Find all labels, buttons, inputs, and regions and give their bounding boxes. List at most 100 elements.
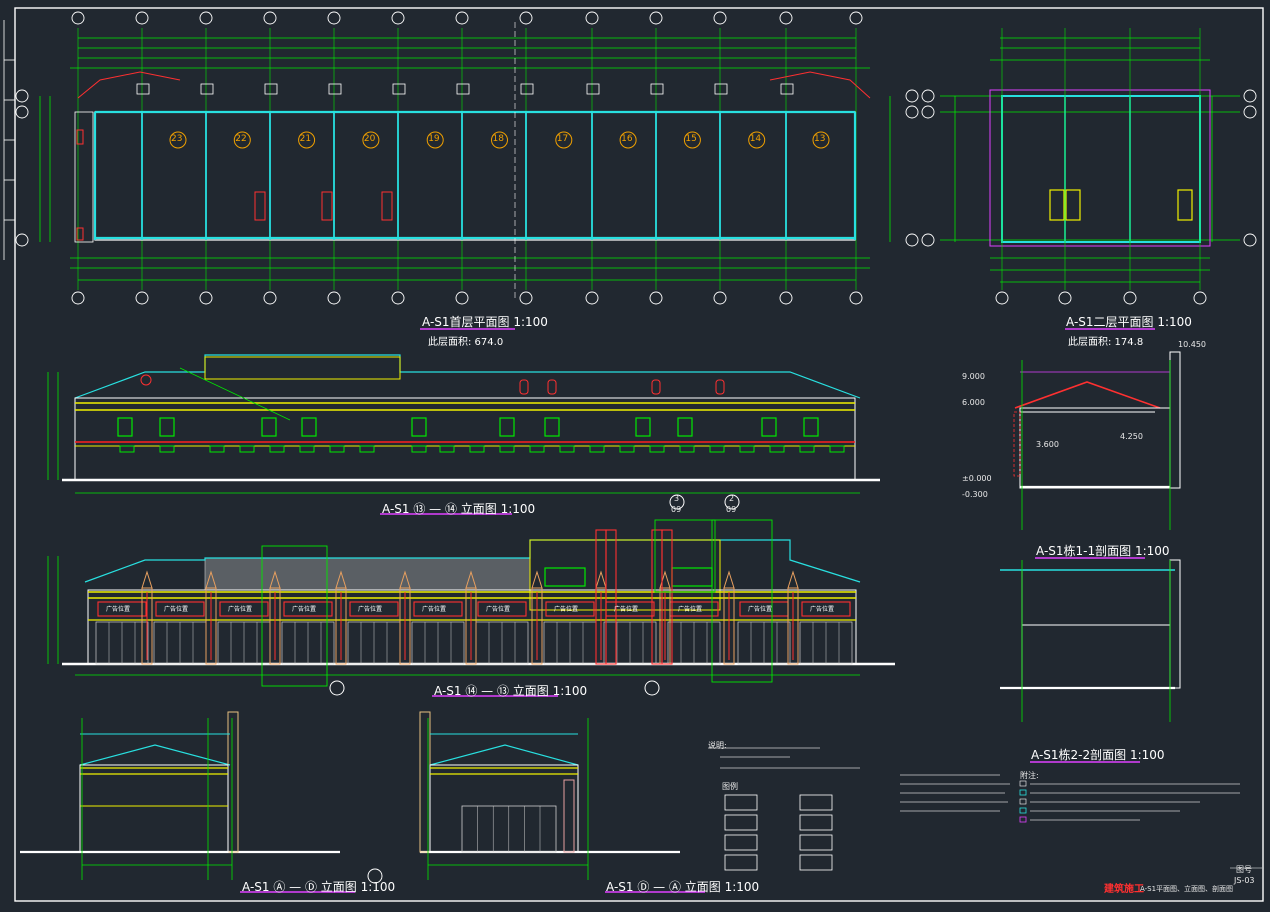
front-sign-text: 广告位置 <box>292 606 317 613</box>
level-eave: 6.000 <box>962 398 985 407</box>
column-cap <box>264 83 278 95</box>
column-cap <box>328 83 342 95</box>
rear-vent <box>411 445 427 453</box>
rear-elevation <box>47 354 880 494</box>
red-mark-1 <box>76 129 84 145</box>
rear-chimney-round <box>140 374 152 386</box>
front-sign-text: 广告位置 <box>164 606 189 613</box>
front-upper-window-2 <box>671 567 713 587</box>
callout-2-sheet: 09 <box>726 505 737 514</box>
callout-frame-3 <box>654 519 716 593</box>
second-plan-outline <box>1001 95 1201 243</box>
red-mark-2 <box>76 227 84 241</box>
callout-frame-2 <box>711 519 773 683</box>
pilaster-cap <box>595 570 607 589</box>
front-sign-text: 广告位置 <box>422 606 447 613</box>
unit-number-label: 20 <box>363 134 376 144</box>
rear-vent <box>119 445 135 453</box>
ground-plan-axis-bubble-top <box>779 11 793 25</box>
ground-plan-outline <box>94 111 856 241</box>
section-1-1-title: A-S1栋1-1剖面图 1:100 <box>1036 544 1170 558</box>
unit-number-circle <box>491 131 508 149</box>
rear-window <box>159 417 175 437</box>
right-legend-swatches <box>1019 780 1027 823</box>
section-2-2 <box>1000 559 1181 722</box>
ground-plan-axis-bubble-bottom <box>849 291 863 305</box>
callout-3-sheet: 09 <box>671 505 682 514</box>
ground-plan-title: A-S1首层平面图 1:100 <box>422 315 548 329</box>
column-cap <box>200 83 214 95</box>
second-floor-plan <box>921 28 1257 305</box>
level-floor2: 3.600 <box>1036 440 1059 449</box>
callout-frame-1 <box>261 545 328 687</box>
pilaster <box>399 587 411 665</box>
front-sign-text: 广告位置 <box>748 606 773 613</box>
rear-vent <box>799 445 815 453</box>
front-sign-panel <box>155 601 205 617</box>
front-stone-roof <box>204 557 531 591</box>
rear-chimney <box>547 379 557 395</box>
level-ground: ±0.000 <box>962 474 992 483</box>
ground-plan-axis-bubble-top <box>849 11 863 25</box>
rear-vent <box>439 445 455 453</box>
binding-margin-ticks <box>4 59 15 221</box>
right-notes-heading: 附注: <box>1020 771 1039 780</box>
unit-number-label: 22 <box>235 134 247 144</box>
stair-left <box>74 111 94 243</box>
ground-plan-row-bubble-left <box>15 105 29 119</box>
unit-number-label: 17 <box>556 134 569 144</box>
sheet-label: 图号 <box>1236 865 1252 874</box>
rear-elevation-title: A-S1 ⑬ — ⑭ 立面图 1:100 <box>382 502 536 516</box>
rear-vent <box>329 445 345 453</box>
front-upper-block <box>529 539 721 611</box>
second-plan-row-bubble-left <box>921 89 935 103</box>
unit-number-circle <box>812 131 830 149</box>
ground-plan-area: 此层面积: 674.0 <box>428 337 504 348</box>
second-plan-axis-bubble <box>995 291 1009 305</box>
front-sign-panel <box>349 601 399 617</box>
rear-upper-block <box>204 356 401 380</box>
side-left-body <box>79 764 229 853</box>
pilaster-cap <box>141 570 153 589</box>
second-plan-row-bubble-right <box>1243 105 1257 119</box>
side-right-roof <box>429 744 579 766</box>
side-right-pilaster <box>563 779 575 853</box>
callout-3-number: 3 <box>674 494 680 503</box>
pilaster <box>205 587 217 665</box>
front-sign-panel <box>477 601 527 617</box>
column-cap <box>650 83 664 95</box>
unit-number-circle <box>426 131 444 149</box>
rear-window <box>677 417 693 437</box>
unit-number-label: 15 <box>685 134 697 144</box>
front-sign-panel <box>801 601 851 617</box>
front-sign-panel <box>97 601 147 617</box>
unit-number-circle <box>555 131 573 149</box>
column-cap <box>780 83 794 95</box>
second-plan-window-2 <box>1065 189 1081 221</box>
section-wall-pattern <box>1013 411 1021 477</box>
red-door-1 <box>254 191 266 221</box>
second-plan-area: 此层面积: 174.8 <box>1068 337 1144 348</box>
rear-chimney <box>651 379 661 395</box>
unit-number-circle <box>298 131 316 149</box>
rear-window <box>635 417 651 437</box>
pilaster <box>141 587 153 665</box>
stamp-text: 建筑施工 <box>1104 884 1144 895</box>
pilaster-cap <box>531 570 543 589</box>
pilaster <box>723 587 735 665</box>
callout-2-number: 2 <box>729 494 735 503</box>
ground-floor-plan <box>15 11 919 305</box>
pilaster <box>531 587 543 665</box>
section22-parapet <box>1169 559 1181 689</box>
ground-plan-axis-bubble-bottom <box>779 291 793 305</box>
ground-plan-axis-bubble-bottom <box>71 291 85 305</box>
unit-number-label: 18 <box>492 134 504 144</box>
unit-number-label: 19 <box>428 134 440 144</box>
ground-plan-row-bubble-right <box>905 233 919 247</box>
ground-plan-axis-bubble-bottom <box>135 291 149 305</box>
second-plan-row-bubble-right <box>1243 233 1257 247</box>
side-right-title: A-S1 Ⓓ — Ⓐ 立面图 1:100 <box>606 880 760 894</box>
second-plan-window-3 <box>1177 189 1193 221</box>
